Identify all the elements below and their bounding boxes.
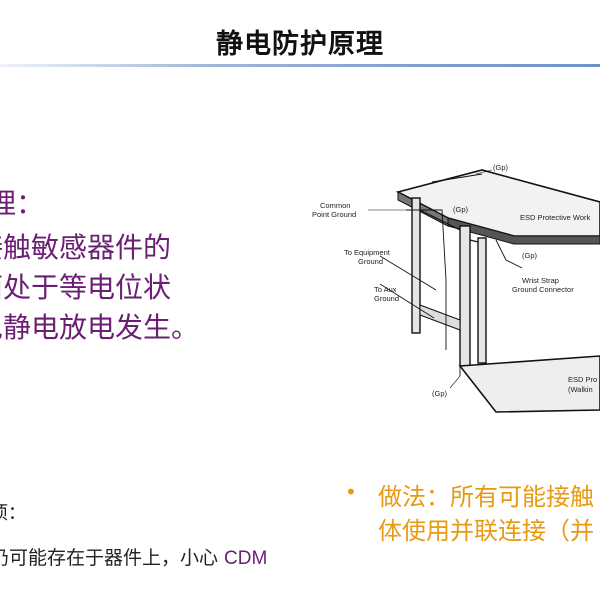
- principle-line-1: 接触敏感器件的: [0, 231, 172, 264]
- wire-wrist: [495, 239, 523, 269]
- label-floor-2: (Walkin: [568, 385, 593, 394]
- label-gp-bottom: (Gp): [432, 389, 448, 398]
- title-divider: [0, 64, 600, 67]
- label-work-surface: ESD Protective Work: [520, 213, 591, 222]
- floor-mat: [458, 355, 600, 413]
- label-to-aux-1: To Aux: [374, 285, 397, 294]
- label-common-point-1: Common: [320, 201, 350, 210]
- label-wrist-strap-1: Wrist Strap: [522, 276, 559, 285]
- wire-aux: [379, 283, 435, 319]
- method-line-2: 体使用并联连接（并: [378, 517, 594, 545]
- note-text: 仍可能存在于器件上，小心 CDM: [0, 543, 267, 570]
- brace-back: [419, 209, 461, 231]
- work-surface-top: [395, 169, 600, 237]
- leg-front-left: [459, 225, 471, 367]
- method-line-1: 做法：所有可能接触: [378, 483, 594, 511]
- label-to-equipment-1: To Equipment: [344, 248, 391, 257]
- wire-common-point: [406, 209, 447, 350]
- brace-side: [469, 239, 479, 243]
- principle-line-3: 免静电放电发生。: [0, 311, 200, 344]
- label-floor-1: ESD Pro: [568, 375, 597, 384]
- note-body: 仍可能存在于器件上，小心: [0, 547, 225, 569]
- principle-heading: 理：: [0, 187, 45, 220]
- principle-line-2: 面处于等电位状: [0, 271, 172, 304]
- lower-shelf: [419, 304, 461, 331]
- leg-back-left: [411, 197, 421, 334]
- label-gp-mid: (Gp): [453, 205, 469, 214]
- leg-front-right: [477, 237, 487, 364]
- label-to-equipment-2: Ground: [358, 257, 383, 266]
- mat-edge: [431, 173, 483, 183]
- label-to-aux-2: Ground: [374, 294, 399, 303]
- leader-gp-bottom: [449, 375, 461, 389]
- label-wrist-strap-2: Ground Connector: [512, 285, 574, 294]
- note-cdm: CDM: [224, 548, 268, 569]
- method-bullet: •: [345, 480, 357, 504]
- note-heading: 项：: [0, 503, 26, 524]
- wire-equipment: [379, 255, 437, 291]
- label-common-point-2: Point Ground: [312, 210, 356, 219]
- esd-workstation-diagram: (Gp) (Gp) (Gp) (Gp) Common Point Ground …: [312, 163, 600, 413]
- label-gp-right: (Gp): [522, 251, 538, 260]
- leader-gp-top: [475, 169, 493, 175]
- slide-title: 静电防护原理: [216, 29, 384, 60]
- label-gp-top: (Gp): [493, 163, 509, 172]
